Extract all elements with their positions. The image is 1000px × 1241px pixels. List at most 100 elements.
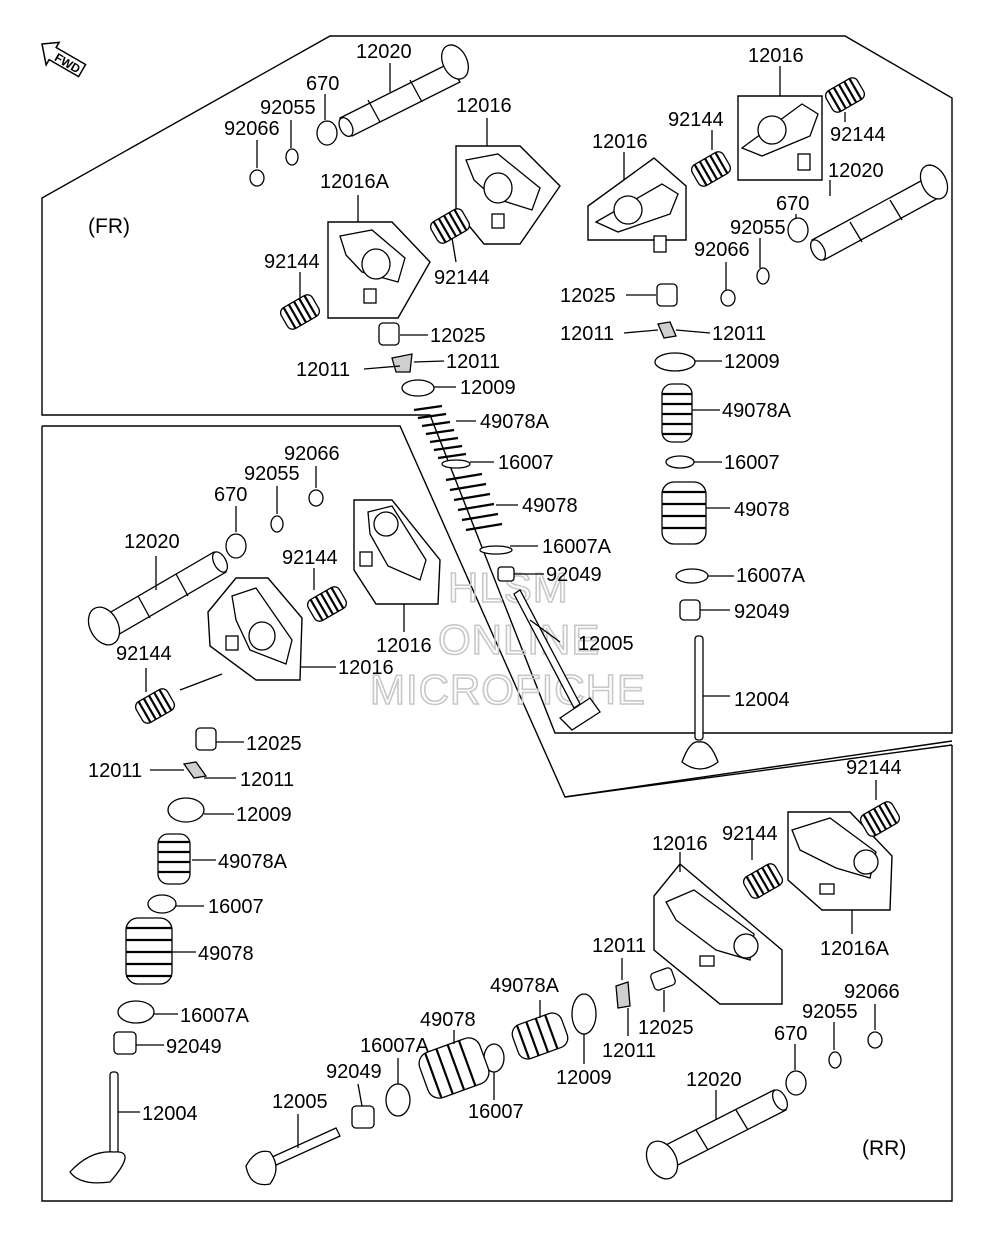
- seat-16007A-top-right: [675, 568, 709, 584]
- adjuster-12025-front: [378, 322, 400, 346]
- section-front-label: (FR): [88, 215, 130, 238]
- front-section-border: [41, 35, 953, 734]
- part-label: 92144: [668, 109, 724, 131]
- retainer-12009-front: [401, 379, 435, 397]
- part-label: 12020: [686, 1069, 742, 1091]
- part-label: 12016: [652, 833, 708, 855]
- part-label: 16007A: [360, 1035, 430, 1057]
- part-label: 16007: [468, 1101, 524, 1123]
- spring-92144-front-right: [429, 208, 471, 244]
- part-label: 12009: [460, 377, 516, 399]
- valve-12004-top-right: [681, 635, 719, 770]
- valve-spring-49078A-lower: [157, 833, 191, 885]
- part-label: 12011: [88, 760, 142, 782]
- spring-92144-lower-a: [306, 586, 348, 622]
- o-ring-670-lower: [225, 533, 247, 559]
- part-label: 92055: [260, 97, 316, 119]
- part-label: 92144: [846, 757, 902, 779]
- keeper-12011-lower: [182, 761, 208, 779]
- rocker-12016-top-box: [737, 95, 823, 181]
- part-label: 12025: [560, 285, 616, 307]
- part-label: 92049: [326, 1061, 382, 1083]
- spring-92144-rear-a: [859, 801, 901, 837]
- leader-lines: [118, 63, 877, 1148]
- seal-92049-front: [497, 566, 515, 582]
- part-label: 12009: [556, 1067, 612, 1089]
- rocker-12016-lower-box: [207, 577, 303, 681]
- part-label: 92055: [802, 1001, 858, 1023]
- adjuster-12025-top-right: [656, 283, 678, 307]
- spring-92144-top-b: [690, 151, 732, 187]
- retainer-12009-top-right: [654, 352, 696, 372]
- rocker-arm-12016: [465, 153, 541, 229]
- retainer-12009-rear: [571, 993, 597, 1035]
- part-label: 92066: [694, 239, 750, 261]
- part-label: 16007: [724, 452, 780, 474]
- camshaft-12020-top-right: [809, 164, 949, 261]
- seal-92049-top-right: [679, 599, 701, 621]
- part-label: 92144: [434, 267, 490, 289]
- part-label: 49078A: [218, 851, 288, 873]
- part-label: 92066: [224, 118, 280, 140]
- watermark: HLSM ONLINE MICROFICHE: [369, 563, 646, 714]
- part-label: 49078: [522, 495, 578, 517]
- part-label: 16007: [208, 896, 264, 918]
- part-label: 12020: [828, 160, 884, 182]
- ring-92055-rear: [828, 1051, 842, 1069]
- plug-92066-top-right: [720, 289, 736, 307]
- rear-section-border: [41, 426, 953, 1202]
- part-label: 16007A: [180, 1005, 250, 1027]
- rocker-12016A-box: [327, 221, 431, 319]
- rocker-arm-12016A: [339, 229, 406, 304]
- part-label: 12016: [376, 635, 432, 657]
- part-label: 12011: [592, 935, 646, 957]
- valve-spring-49078-lower: [125, 917, 173, 985]
- part-label: 12011: [602, 1040, 656, 1062]
- seat-16007A-rear: [385, 1083, 411, 1117]
- part-label: 12005: [272, 1091, 328, 1113]
- part-label: 92049: [734, 601, 790, 623]
- keeper-12011-front: [391, 353, 413, 373]
- part-label: 92055: [730, 217, 786, 239]
- valve-12005-rear: [245, 1127, 341, 1186]
- camshaft-12020-rear: [645, 1089, 789, 1180]
- part-label: 49078: [198, 943, 254, 965]
- part-label: 92055: [244, 463, 300, 485]
- part-label: 92066: [284, 443, 340, 465]
- part-label: 49078A: [722, 400, 792, 422]
- part-label: 12004: [142, 1103, 198, 1125]
- part-label: 92049: [166, 1036, 222, 1058]
- part-label: 16007A: [736, 565, 806, 587]
- part-label: 92049: [546, 564, 602, 586]
- rocker-arm-12016-lower: [225, 587, 293, 665]
- valve-spring-49078-rear: [418, 1037, 490, 1099]
- part-label: 12020: [124, 531, 180, 553]
- o-ring-670: [316, 120, 338, 146]
- part-label: 12011: [296, 359, 350, 381]
- rocker-arm-12016-rear: [665, 889, 759, 967]
- part-label: 12016: [748, 45, 804, 67]
- valve-12005-front: [513, 589, 601, 731]
- valve-spring-49078A-top-right: [661, 383, 693, 443]
- o-ring-670-rear: [785, 1070, 807, 1096]
- rocker-arm-12016-right: [594, 183, 679, 253]
- valve-spring-49078A-front: [413, 404, 467, 460]
- part-label: 12016: [338, 657, 394, 679]
- plug-92066: [249, 169, 265, 187]
- retainer-12009-lower: [167, 797, 205, 823]
- part-label: 12011: [712, 323, 766, 345]
- part-label: 670: [774, 1023, 807, 1045]
- valve-spring-49078-front: [445, 472, 503, 532]
- part-label: 16007: [498, 452, 554, 474]
- ring-92055: [285, 148, 299, 166]
- part-label: 92066: [844, 981, 900, 1003]
- rocker-arm-12016-top: [740, 103, 819, 171]
- svg-text:MICROFICHE: MICROFICHE: [370, 666, 646, 713]
- spring-92144-top-a: [824, 77, 866, 113]
- part-label: 670: [776, 193, 809, 215]
- spring-92144-lower-b: [134, 688, 176, 724]
- rear-divider: [564, 744, 953, 798]
- part-label: 49078A: [480, 411, 550, 433]
- camshaft-12020-lower: [87, 551, 229, 646]
